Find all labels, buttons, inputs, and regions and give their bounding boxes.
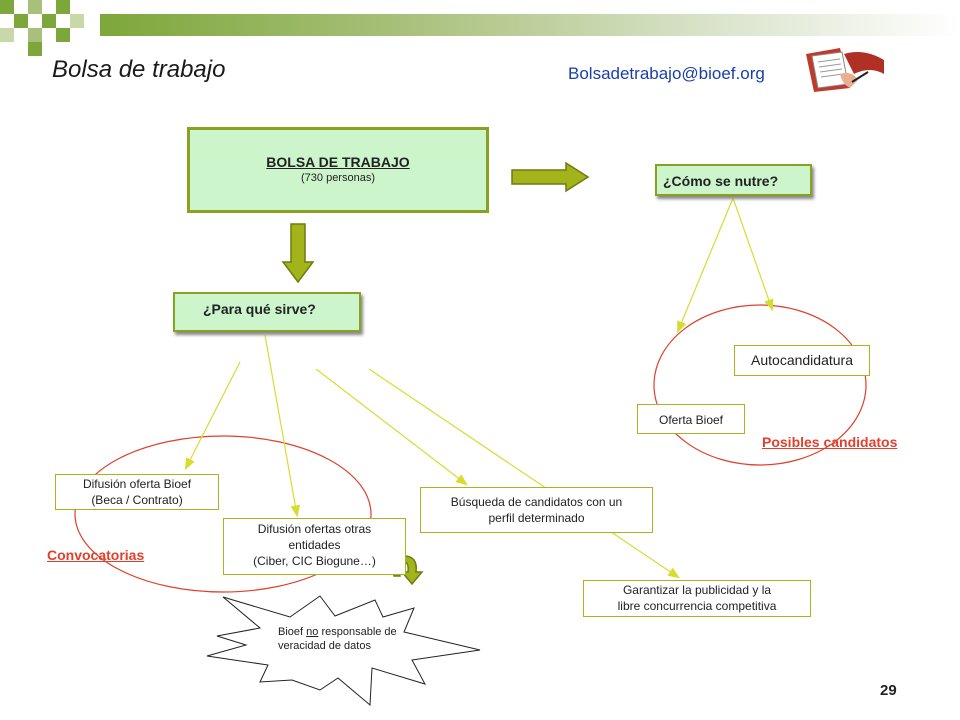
- arrow-right: [511, 161, 590, 193]
- header-square: [0, 0, 14, 14]
- node-garantizar-publicidad: Garantizar la publicidad y la libre conc…: [583, 580, 811, 617]
- link-busqueda: [315, 368, 468, 486]
- note-text: Bioef no responsable de veracidad de dat…: [278, 625, 397, 653]
- link-garantizar: [368, 368, 680, 579]
- header-square: [28, 28, 42, 42]
- note-starburst: [206, 595, 481, 707]
- node-line: Difusión ofertas otras: [257, 522, 372, 536]
- node-oferta-bioef: Oferta Bioef: [637, 404, 745, 434]
- node-busqueda-candidatos: Búsqueda de candidatos con un perfil det…: [420, 487, 653, 533]
- header-square: [56, 28, 70, 42]
- node-line: Búsqueda de candidatos con un: [450, 495, 623, 509]
- header-square: [42, 14, 56, 28]
- header-square: [56, 0, 70, 14]
- header-square: [28, 42, 42, 56]
- node-line: Difusión oferta Bioef: [82, 477, 192, 491]
- header-square: [28, 0, 42, 14]
- node-line: libre concurrencia competitiva: [617, 599, 777, 613]
- link-oferta: [677, 197, 734, 334]
- main-box-subtitle: (730 personas): [301, 172, 375, 184]
- email-link[interactable]: Bolsadetrabajo@bioef.org: [568, 64, 765, 83]
- note-text-post: responsable de: [318, 626, 397, 638]
- note-text-emph: no: [306, 626, 319, 638]
- header-band: [100, 14, 960, 36]
- question-como-se-nutre: ¿Cómo se nutre?: [655, 164, 812, 196]
- node-autocandidatura: Autocandidatura: [734, 345, 870, 376]
- ellipse-convocatorias: [74, 435, 372, 593]
- node-line: (Ciber, CIC Biogune…): [253, 554, 376, 568]
- main-box-bolsa: BOLSA DE TRABAJO (730 personas): [187, 127, 489, 213]
- ellipse-posibles-candidatos: [653, 304, 867, 466]
- question-para-que-sirve: ¿Para qué sirve?: [173, 292, 361, 332]
- header-square: [14, 14, 28, 28]
- arrow-down: [281, 223, 315, 284]
- link-difusion-bioef: [184, 361, 241, 471]
- node-line: (Beca / Contrato): [91, 493, 183, 507]
- node-line: entidades: [288, 538, 341, 552]
- page-number: 29: [880, 682, 897, 699]
- document-signing-icon: [806, 48, 884, 92]
- link-autocandidatura: [732, 197, 774, 312]
- note-text-pre: Bioef: [278, 626, 307, 638]
- note-text-line2: veracidad de datos: [278, 640, 371, 652]
- label-convocatorias: Convocatorias: [47, 547, 145, 563]
- link-difusion-otras: [264, 334, 301, 518]
- main-box-title: BOLSA DE TRABAJO: [266, 154, 410, 170]
- header-square: [70, 14, 84, 28]
- node-line: perfil determinado: [488, 511, 585, 525]
- node-difusion-oferta-bioef: Difusión oferta Bioef (Beca / Contrato): [55, 474, 219, 510]
- page-title: Bolsa de trabajo: [52, 56, 226, 83]
- node-line: Garantizar la publicidad y la: [622, 583, 772, 597]
- label-posibles-candidatos: Posibles candidatos: [762, 434, 898, 450]
- header-square: [0, 28, 14, 42]
- node-difusion-ofertas-otras: Difusión ofertas otras entidades (Ciber,…: [223, 518, 406, 575]
